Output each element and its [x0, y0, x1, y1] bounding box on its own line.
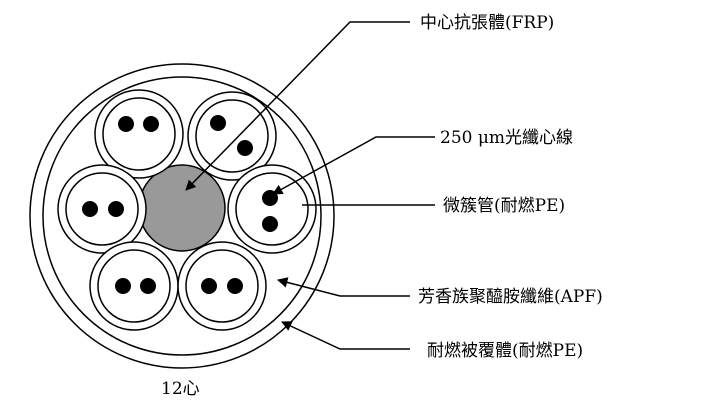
- leader-frp: [185, 21, 410, 191]
- label-apf: 芳香族聚醯胺纖維(APF): [418, 287, 603, 307]
- label-jacket: 耐燃被覆體(耐燃PE): [427, 341, 583, 361]
- fiber-dot: [108, 201, 124, 217]
- inner-jacket-circle: [42, 76, 322, 356]
- outer-jacket-circle: [29, 63, 335, 369]
- fiber-dot: [118, 116, 134, 132]
- microtube-1: [94, 89, 184, 179]
- leader-lines: [185, 21, 435, 350]
- microtube-5: [89, 241, 179, 331]
- microtube-3: [57, 164, 147, 254]
- fiber-dot: [82, 201, 98, 217]
- fiber-dot: [140, 278, 156, 294]
- microtube-2: [187, 91, 277, 181]
- fiber-dot: [237, 140, 253, 156]
- leader-jacket: [281, 321, 410, 350]
- fiber-dot: [227, 278, 243, 294]
- microtube-6: [177, 241, 267, 331]
- fiber-dot: [115, 278, 131, 294]
- label-microtube: 微簇管(耐燃PE): [443, 196, 565, 216]
- fiber-dot: [262, 216, 278, 232]
- fiber-dot: [201, 278, 217, 294]
- label-frp: 中心抗張體(FRP): [420, 13, 554, 33]
- leader-apf: [276, 277, 410, 297]
- label-fiber: 250 μm光纖心線: [440, 128, 573, 148]
- fiber-dot: [143, 116, 159, 132]
- fiber-dot: [210, 115, 226, 131]
- leader-fiber: [272, 136, 435, 195]
- central-strength-member: [138, 164, 226, 252]
- diagram-caption: 12心: [161, 379, 200, 399]
